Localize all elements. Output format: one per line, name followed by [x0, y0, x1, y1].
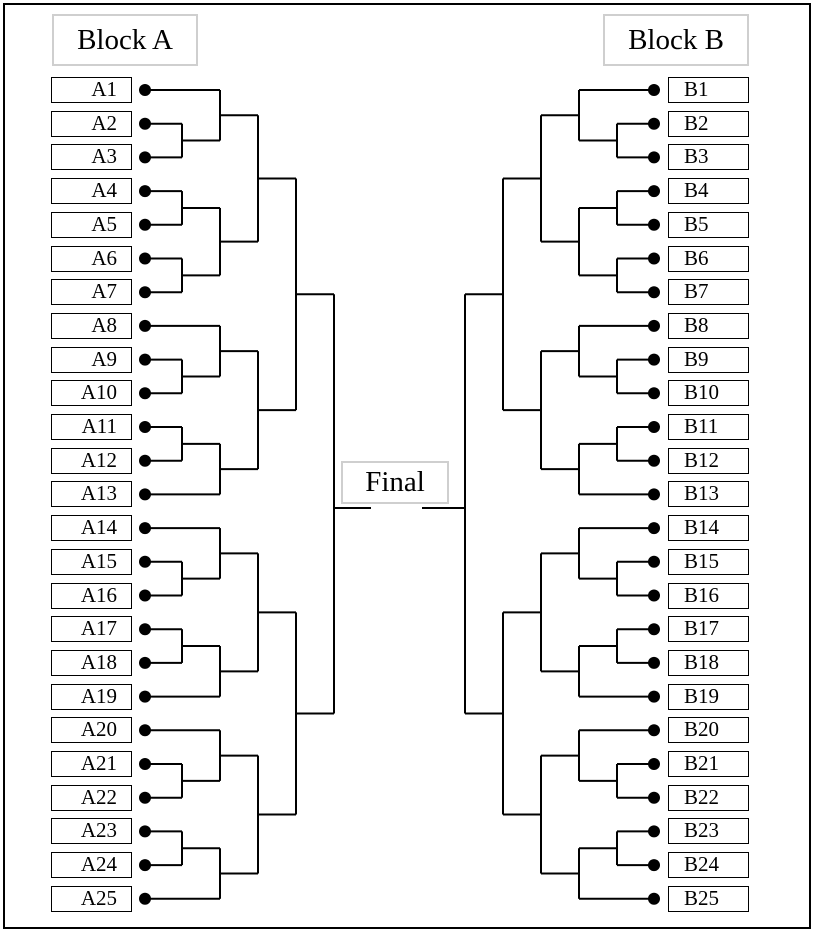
- block-a-entry-box: A20: [51, 717, 132, 744]
- block-a-entry-box: A21: [51, 751, 132, 777]
- block-b-entry-box: B9: [668, 346, 749, 373]
- block-a-entry-box: A4: [51, 178, 132, 205]
- block-a-entry-box: A3: [51, 144, 132, 171]
- block-a-entry-box: A11: [51, 414, 132, 440]
- block-b-entry-box: B12: [668, 447, 749, 474]
- block-a-entry-box: A5: [51, 211, 132, 238]
- block-a-entry-box: A9: [51, 346, 132, 373]
- block-b-entry-box: B19: [668, 683, 749, 710]
- block-b-entry-box: B16: [668, 582, 749, 609]
- block-a-title: Block A: [52, 14, 198, 66]
- block-a-entry-box: A22: [51, 784, 132, 811]
- block-b-entry-box: B15: [668, 548, 749, 575]
- final-box: Final: [341, 461, 449, 504]
- block-a-entry-box: A2: [51, 110, 132, 137]
- block-b-entry-box: B17: [668, 616, 749, 643]
- block-a-entry-box: A19: [51, 683, 132, 710]
- block-b-title: Block B: [603, 14, 749, 66]
- block-b-entry-box: B13: [668, 481, 749, 508]
- block-b-entry-box: B24: [668, 852, 749, 879]
- block-b-entry-box: B2: [668, 110, 749, 137]
- block-a-entry-box: A23: [51, 818, 132, 845]
- block-b-entry-box: B7: [668, 279, 749, 306]
- block-b-entry-box: B3: [668, 144, 749, 171]
- block-a-entry-box: A24: [51, 852, 132, 879]
- block-a-entry-box: A17: [51, 616, 132, 643]
- block-a-entry-box: A1: [51, 77, 132, 103]
- block-b-entry-box: B21: [668, 751, 749, 777]
- block-b-entry-box: B5: [668, 211, 749, 238]
- block-b-entry-box: B22: [668, 784, 749, 811]
- block-a-entry-box: A7: [51, 279, 132, 306]
- block-b-entry-box: B18: [668, 649, 749, 676]
- block-a-entry-box: A25: [51, 885, 132, 912]
- block-a-entry-box: A12: [51, 447, 132, 474]
- block-b-entry-box: B20: [668, 717, 749, 744]
- block-b-entry-box: B25: [668, 885, 749, 912]
- block-a-entry-box: A6: [51, 245, 132, 272]
- block-b-entry-box: B4: [668, 178, 749, 205]
- block-b-entry-box: B14: [668, 515, 749, 542]
- block-b-entry-box: B1: [668, 77, 749, 103]
- block-a-entry-box: A10: [51, 380, 132, 407]
- block-a-entry-box: A8: [51, 312, 132, 339]
- block-b-entry-box: B10: [668, 380, 749, 407]
- block-a-entry-box: A14: [51, 515, 132, 542]
- block-a-entry-box: A18: [51, 649, 132, 676]
- block-b-entry-box: B8: [668, 312, 749, 339]
- block-a-entry-box: A15: [51, 548, 132, 575]
- block-b-entry-box: B23: [668, 818, 749, 845]
- block-b-entry-box: B11: [668, 414, 749, 440]
- block-a-entry-box: A13: [51, 481, 132, 508]
- block-b-entry-box: B6: [668, 245, 749, 272]
- block-a-entry-box: A16: [51, 582, 132, 609]
